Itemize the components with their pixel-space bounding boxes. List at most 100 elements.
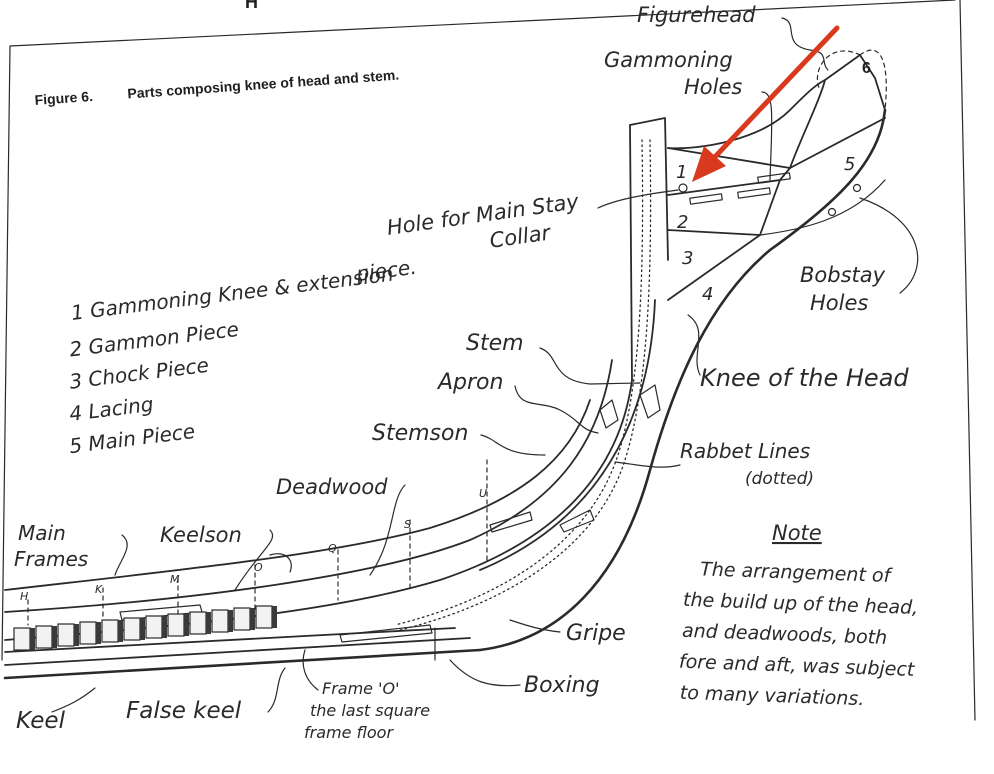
- leader-knee-of-head: [687, 314, 701, 376]
- leader-main-stay: [597, 189, 679, 209]
- leader-main-frames: [114, 534, 128, 576]
- frame-floor-shadow: [228, 610, 233, 632]
- keel-top-line: [4, 627, 456, 653]
- label-gammoning-holes: Holes: [684, 75, 742, 99]
- gammoning-slot-2: [737, 187, 771, 199]
- label-frame-o-floor: frame floor: [304, 723, 394, 742]
- frame-floor-shadow: [162, 616, 167, 638]
- stem-outer-profile: [478, 108, 887, 652]
- station-q: Q: [328, 542, 337, 555]
- page-border-right: [959, 0, 976, 721]
- keel-bottom-line: [3, 648, 482, 680]
- leader-rabbet: [614, 461, 681, 468]
- figurehead-outline-2: [859, 49, 887, 111]
- leader-bobstay: [859, 197, 919, 294]
- lacing-line: [667, 234, 761, 301]
- frame-floor-block: [123, 617, 141, 641]
- label-frame-o-last-square: the last square: [310, 701, 430, 720]
- figurehead-base: [859, 54, 886, 111]
- frame-floor-block: [167, 613, 185, 637]
- stem-inner-post: [629, 124, 633, 381]
- frame-floor-shadow: [184, 614, 189, 636]
- stemson-curve: [4, 359, 613, 613]
- leader-deadwood: [369, 484, 406, 576]
- note-block: Note The arrangement of the build up of …: [679, 521, 919, 710]
- leader-stem: [539, 347, 641, 385]
- note-line-3: and deadwoods, both: [682, 620, 888, 649]
- frame-floor-shadow: [206, 612, 211, 634]
- label-main-stay: Hole for Main Stay: [385, 189, 580, 240]
- leader-false-keel: [267, 667, 286, 713]
- gammoning-slot-1: [689, 193, 723, 205]
- caption-text: Parts composing knee of head and stem.: [127, 67, 400, 102]
- frame-floor-block: [101, 619, 119, 643]
- label-stemson: Stemson: [372, 421, 468, 446]
- frame-floor-shadow: [52, 626, 57, 648]
- header-fragment: H: [245, 0, 258, 12]
- scarf-joint-3: [489, 511, 533, 533]
- note-line-1: The arrangement of: [700, 558, 894, 587]
- note-line-4: fore and aft, was subject: [679, 651, 917, 681]
- frame-floor-shadow: [96, 622, 101, 644]
- frame-floor-shadow: [74, 624, 79, 646]
- label-gripe: Gripe: [566, 621, 626, 646]
- bobstay-hole-1: [827, 207, 837, 217]
- label-stem: Stem: [466, 331, 524, 356]
- piece-number-1: 1: [676, 162, 687, 183]
- frame-floor-block: [211, 609, 229, 633]
- stem-head-post: [629, 117, 669, 261]
- piece-number-3: 3: [682, 248, 693, 269]
- label-figurehead: Figurehead: [637, 3, 756, 27]
- frame-floor-shadow: [250, 608, 255, 630]
- leader-boxing: [449, 659, 521, 687]
- note-title: Note: [772, 521, 822, 545]
- legend-item-1: 1 Gammoning Knee & extension: [70, 262, 395, 325]
- piece-number-6: 6: [862, 60, 871, 77]
- frame-floor-shadow: [272, 606, 277, 628]
- red-annotation-arrow: [692, 25, 840, 182]
- keel-scarf: [339, 624, 433, 643]
- frame-floor-block: [255, 605, 273, 629]
- frame-floor-shadow: [140, 618, 145, 640]
- piece-number-2: 2: [677, 212, 688, 233]
- leader-figurehead: [781, 17, 829, 71]
- scarf-joint-4: [559, 509, 595, 533]
- station-m: M: [170, 573, 180, 586]
- label-gammoning: Gammoning: [604, 48, 733, 72]
- label-bobstay-holes: Holes: [810, 291, 868, 315]
- piece-number-5: 5: [844, 154, 855, 175]
- gammoning-slot-3: [757, 172, 791, 184]
- leader-keelson: [234, 529, 274, 591]
- leader-frame-o: [302, 649, 319, 691]
- label-main: Main: [18, 521, 66, 545]
- figure-caption: Figure 6. Parts composing knee of head a…: [34, 67, 400, 108]
- hull-structure: [3, 49, 887, 680]
- label-frame-o: Frame 'O': [322, 679, 400, 698]
- leader-lines: [51, 17, 919, 713]
- bobstay-hole-2: [852, 183, 862, 193]
- piece-number-4: 4: [702, 284, 713, 305]
- station-u: U: [479, 487, 487, 500]
- leader-apron: [514, 385, 599, 434]
- gammoning-knee-curve: [667, 79, 826, 150]
- leader-keelson-o: [269, 553, 292, 573]
- main-piece-top: [789, 117, 886, 169]
- label-deadwood: Deadwood: [276, 475, 388, 499]
- station-s: S: [404, 518, 411, 531]
- leader-stemson: [480, 434, 546, 456]
- station-letters: H K M O Q S U: [20, 487, 487, 603]
- leader-keel: [51, 687, 96, 713]
- frame-floor-block: [145, 615, 163, 639]
- frame-floors: [13, 605, 277, 651]
- rabbet-line-1: [399, 139, 652, 631]
- leader-gripe: [509, 619, 561, 633]
- label-keel: Keel: [16, 708, 66, 734]
- frame-floor-block: [79, 621, 97, 645]
- frame-floor-shadow: [30, 628, 35, 650]
- main-stay-hole: [678, 183, 688, 193]
- frame-floor-block: [233, 607, 251, 631]
- legend-item-4: 4 Lacing: [68, 392, 155, 426]
- rabbet-line-2: [394, 139, 644, 626]
- label-bobstay: Bobstay: [800, 263, 886, 287]
